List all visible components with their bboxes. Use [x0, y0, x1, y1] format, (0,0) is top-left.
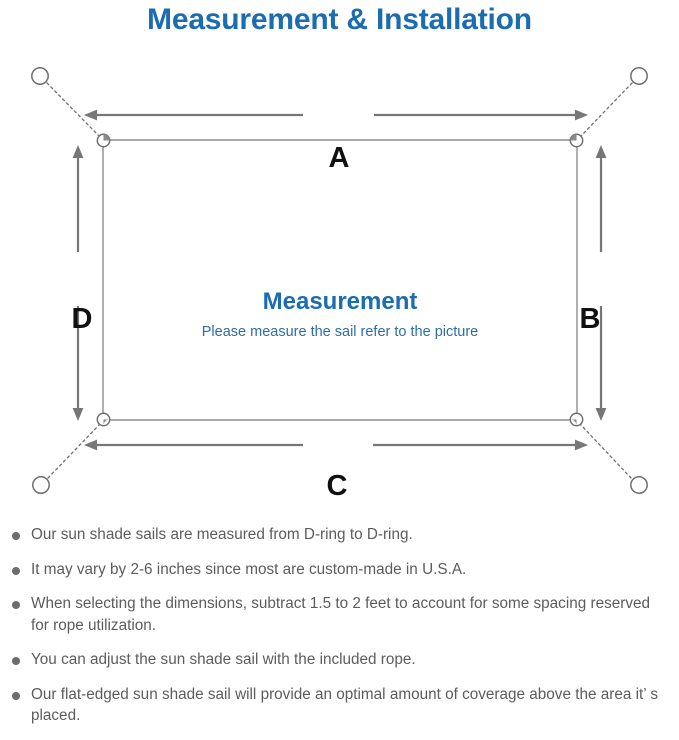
- list-item-text: Our flat-edged sun shade sail will provi…: [31, 685, 658, 725]
- dimension-label-d: D: [71, 303, 93, 335]
- rope-line-bottom-right: [580, 424, 632, 479]
- measurement-diagram: Measurement Please measure the sail refe…: [0, 44, 679, 524]
- diagram-svg: [31, 67, 648, 494]
- bullet-icon: [12, 601, 20, 609]
- dimension-arrow-D: [72, 145, 84, 421]
- list-item-text: Our sun shade sails are measured from D-…: [31, 526, 413, 543]
- dimension-B-bottom-arrowhead: [595, 408, 607, 421]
- bullet-icon: [12, 691, 20, 700]
- bullet-icon: [12, 566, 20, 575]
- list-item: Our flat-edged sun shade sail will provi…: [0, 684, 679, 727]
- dimension-arrow-C: [84, 439, 588, 451]
- d-ring-bottom-right-fill: [570, 419, 577, 426]
- bullet-icon: [12, 532, 20, 540]
- list-item: When selecting the dimensions, subtract …: [0, 593, 679, 636]
- dimension-A-left-arrowhead: [84, 109, 97, 121]
- list-item-text: When selecting the dimensions, subtract …: [31, 595, 651, 634]
- list-item: It may vary by 2-6 inches since most are…: [0, 559, 679, 581]
- rope-line-bottom-left: [47, 424, 100, 479]
- dimension-B-top-arrowhead: [595, 145, 607, 158]
- anchor-point-bottom-left: [32, 476, 50, 494]
- shade-sail-body: [102, 139, 578, 421]
- list-item-text: You can adjust the sun shade sail with t…: [31, 651, 416, 668]
- anchor-point-top-right: [630, 67, 648, 85]
- dimension-arrow-B: [595, 145, 607, 421]
- dimension-D-top-arrowhead: [72, 145, 84, 158]
- list-item-text: It may vary by 2-6 inches since most are…: [31, 560, 467, 578]
- anchor-point-top-left: [31, 67, 49, 85]
- d-ring-top-left-fill: [103, 134, 110, 141]
- dimension-C-right-arrowhead: [575, 439, 588, 451]
- page-title: Measurement & Installation: [147, 3, 532, 36]
- dimension-arrow-A: [84, 109, 588, 121]
- dimension-A-right-arrowhead: [575, 109, 588, 121]
- d-ring-top-right-fill: [570, 134, 577, 141]
- rope-line-top-right: [580, 82, 633, 137]
- list-item: You can adjust the sun shade sail with t…: [0, 649, 679, 671]
- d-ring-bottom-left-fill: [103, 419, 110, 426]
- dimension-D-bottom-arrowhead: [72, 408, 84, 421]
- bullet-icon: [12, 657, 20, 665]
- dimension-C-left-arrowhead: [84, 439, 97, 451]
- dimension-label-c: C: [326, 470, 348, 502]
- notes-list: Our sun shade sails are measured from D-…: [0, 524, 679, 740]
- dimension-label-a: A: [328, 142, 350, 174]
- anchor-point-bottom-right: [630, 476, 648, 494]
- rope-line-top-left: [46, 82, 100, 137]
- dimension-label-b: B: [579, 303, 601, 335]
- list-item: Our sun shade sails are measured from D-…: [0, 524, 679, 546]
